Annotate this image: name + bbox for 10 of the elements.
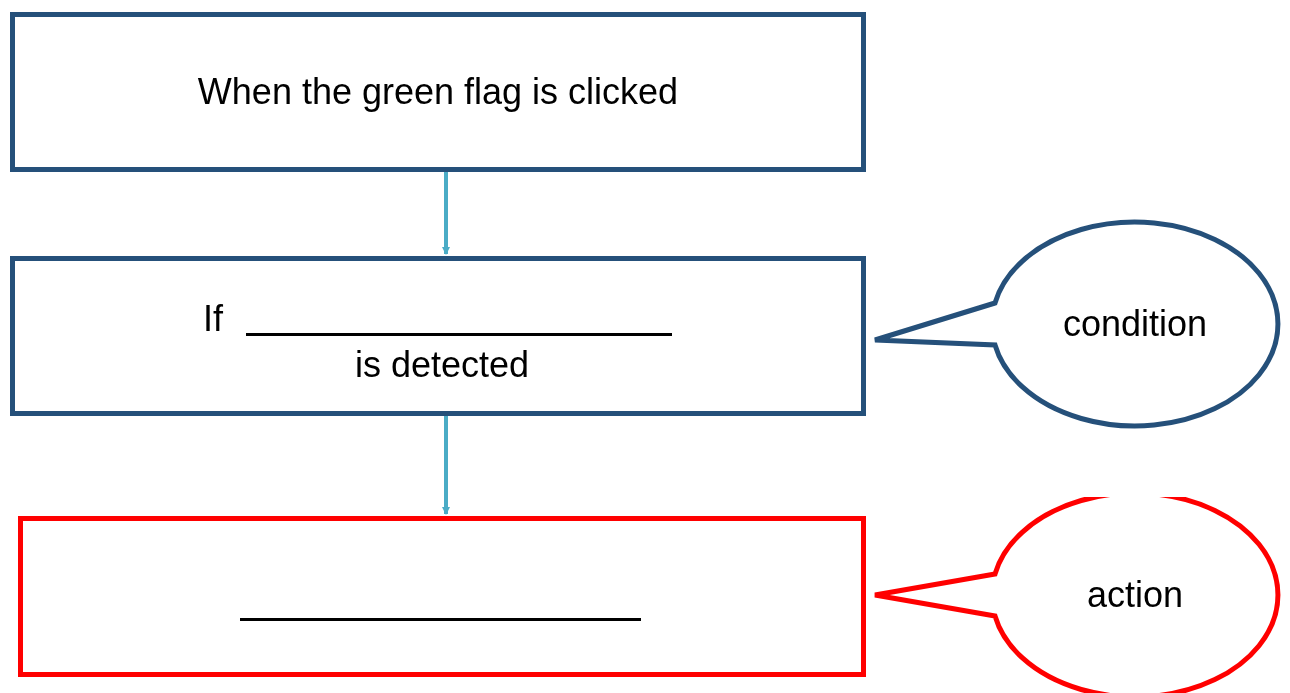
bubble-text: action bbox=[1086, 573, 1184, 617]
arrow bbox=[442, 416, 450, 515]
process-box bbox=[10, 256, 866, 416]
bubble-text: condition bbox=[1062, 302, 1208, 346]
arrow bbox=[442, 172, 450, 255]
box-text: When the green flag is clicked bbox=[197, 70, 679, 114]
process-box bbox=[18, 516, 866, 677]
box-text: If bbox=[203, 301, 223, 337]
process-box bbox=[10, 12, 866, 172]
box-text: is detected bbox=[354, 347, 530, 383]
